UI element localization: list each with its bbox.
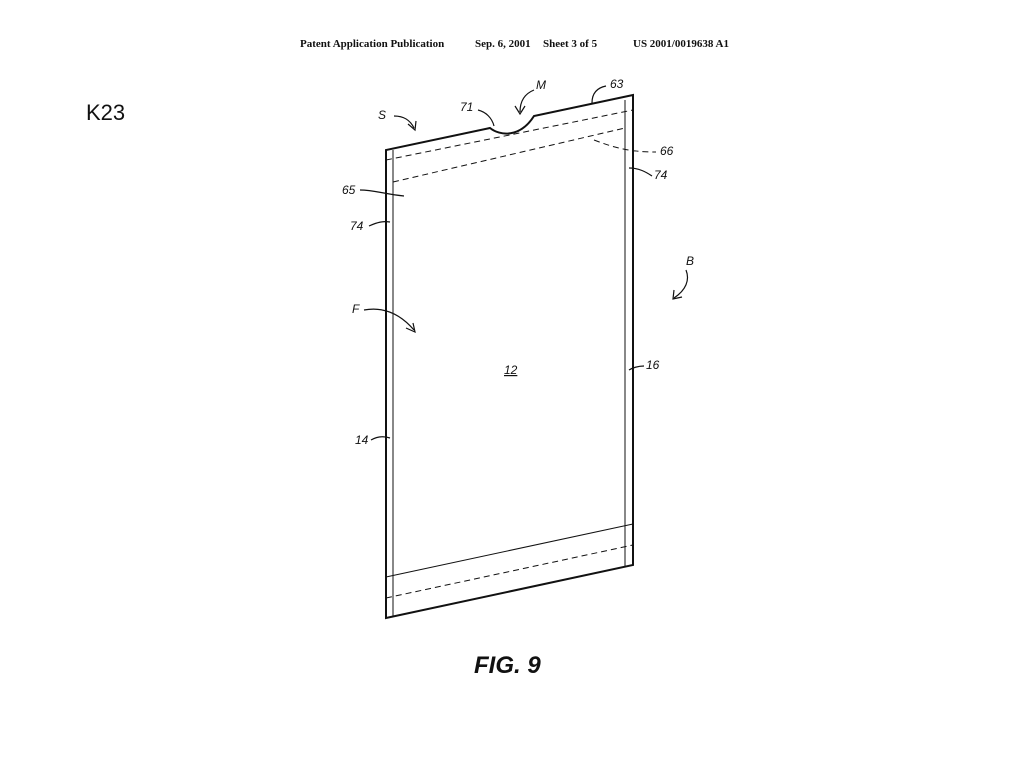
patent-header: Patent Application Publication Sep. 6, 2… [300,38,740,54]
tear-line-dashed [392,127,626,183]
arrowhead-B [672,289,683,300]
bottom-dashed-line [385,544,634,599]
label-74-right: 74 [654,168,668,182]
label-14: 14 [355,433,369,447]
leader-F [363,308,415,331]
bag-outline [385,93,634,620]
publication-date: Sep. 6, 2001 [475,38,531,50]
label-16: 16 [646,358,660,372]
publication-title: Patent Application Publication [300,38,445,50]
label-71: 71 [460,100,473,114]
leader-66-dashed [593,139,657,153]
sheet-number: Sheet 3 of 5 [543,38,598,50]
seal-lines [385,100,634,617]
label-66: 66 [660,144,674,158]
leader-65 [359,189,405,197]
leader-14 [370,436,391,441]
leader-lines [359,85,689,441]
top-seal-dashed-line [385,109,634,161]
arrowhead-M [514,105,526,116]
arrowhead-S [407,120,417,132]
dashed-lines [385,109,657,599]
label-S: S [378,108,386,122]
leader-74-left [368,221,391,227]
bottom-seal-upper-line [385,523,634,578]
arrowhead-F [405,322,416,334]
label-F: F [352,302,360,316]
leader-M [519,89,535,113]
leader-63 [591,85,607,104]
leader-16 [628,365,645,371]
label-74-left: 74 [350,219,364,233]
reference-labels: S M 71 63 66 74 65 74 B F 12 16 14 [342,77,694,447]
bag-body-outline [385,93,634,620]
label-12: 12 [504,363,518,377]
label-M: M [536,78,546,92]
leader-S [393,115,415,129]
leader-71 [477,109,495,127]
publication-number: US 2001/0019638 A1 [633,38,729,50]
label-63: 63 [610,77,624,91]
slide-label: K23 [86,100,126,125]
leader-B [673,269,689,299]
figure-caption: FIG. 9 [474,652,541,679]
label-B: B [686,254,694,268]
label-65: 65 [342,183,356,197]
leader-74-right [628,167,653,177]
